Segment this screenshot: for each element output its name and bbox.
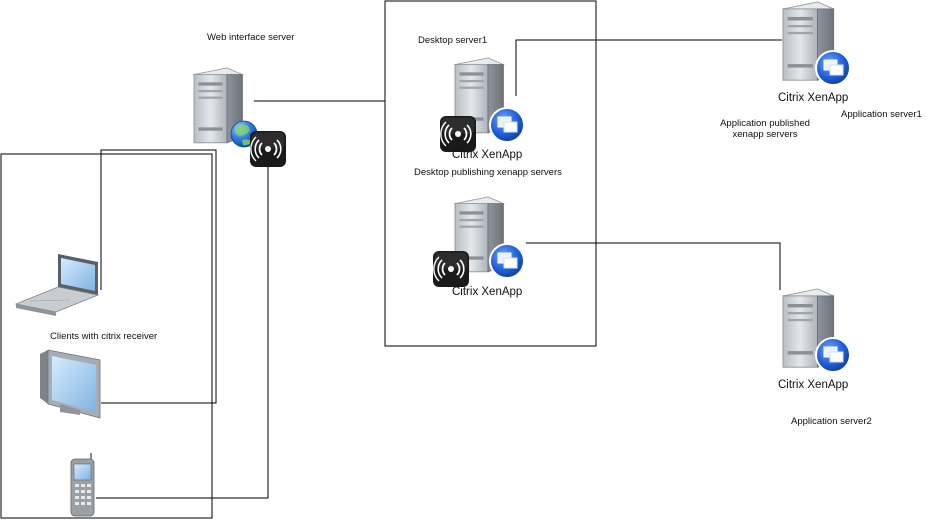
connector-desktop-to-app1 [515, 39, 782, 96]
desktop-server-1 [439, 57, 525, 153]
mobile-phone-icon [70, 453, 95, 517]
desktop-servers-box [384, 0, 597, 347]
xenapp-desktop-1-label: Citrix XenApp [452, 149, 523, 161]
connector-phone-to-web [96, 167, 269, 499]
clients-label: Clients with citrix receiver [50, 331, 158, 342]
xenapp-app-1-label: Citrix XenApp [778, 92, 849, 104]
xenapp-icon [815, 337, 851, 373]
desktop-server1-label: Desktop server1 [418, 35, 488, 46]
citrix-receiver-icon [249, 130, 287, 168]
application-server-2 [782, 288, 851, 373]
xenapp-app-2-label: Citrix XenApp [778, 379, 849, 391]
application-server-1 [782, 1, 851, 86]
application-published-label: Application published xenapp servers [720, 118, 810, 140]
clients-box [0, 153, 213, 519]
connector-lines [96, 39, 782, 499]
connector-desktop-to-app2 [526, 242, 781, 290]
desktop-publishing-label: Desktop publishing xenapp servers [414, 167, 562, 178]
laptop-icon [14, 254, 100, 316]
xenapp-icon [489, 243, 525, 279]
web-interface-server [193, 67, 287, 168]
application-server2-label: Application server2 [791, 416, 872, 427]
xenapp-icon [489, 107, 525, 143]
desktop-server-2 [432, 196, 525, 288]
xenapp-icon [815, 50, 851, 86]
xenapp-desktop-2-label: Citrix XenApp [452, 286, 523, 298]
connector-laptop-monitor [100, 149, 217, 404]
citrix-receiver-icon [432, 250, 470, 288]
citrix-receiver-icon [439, 115, 477, 153]
application-server1-label: Application server1 [841, 109, 922, 120]
web-interface-server-label: Web interface server [207, 32, 295, 43]
monitor-icon [40, 349, 101, 419]
